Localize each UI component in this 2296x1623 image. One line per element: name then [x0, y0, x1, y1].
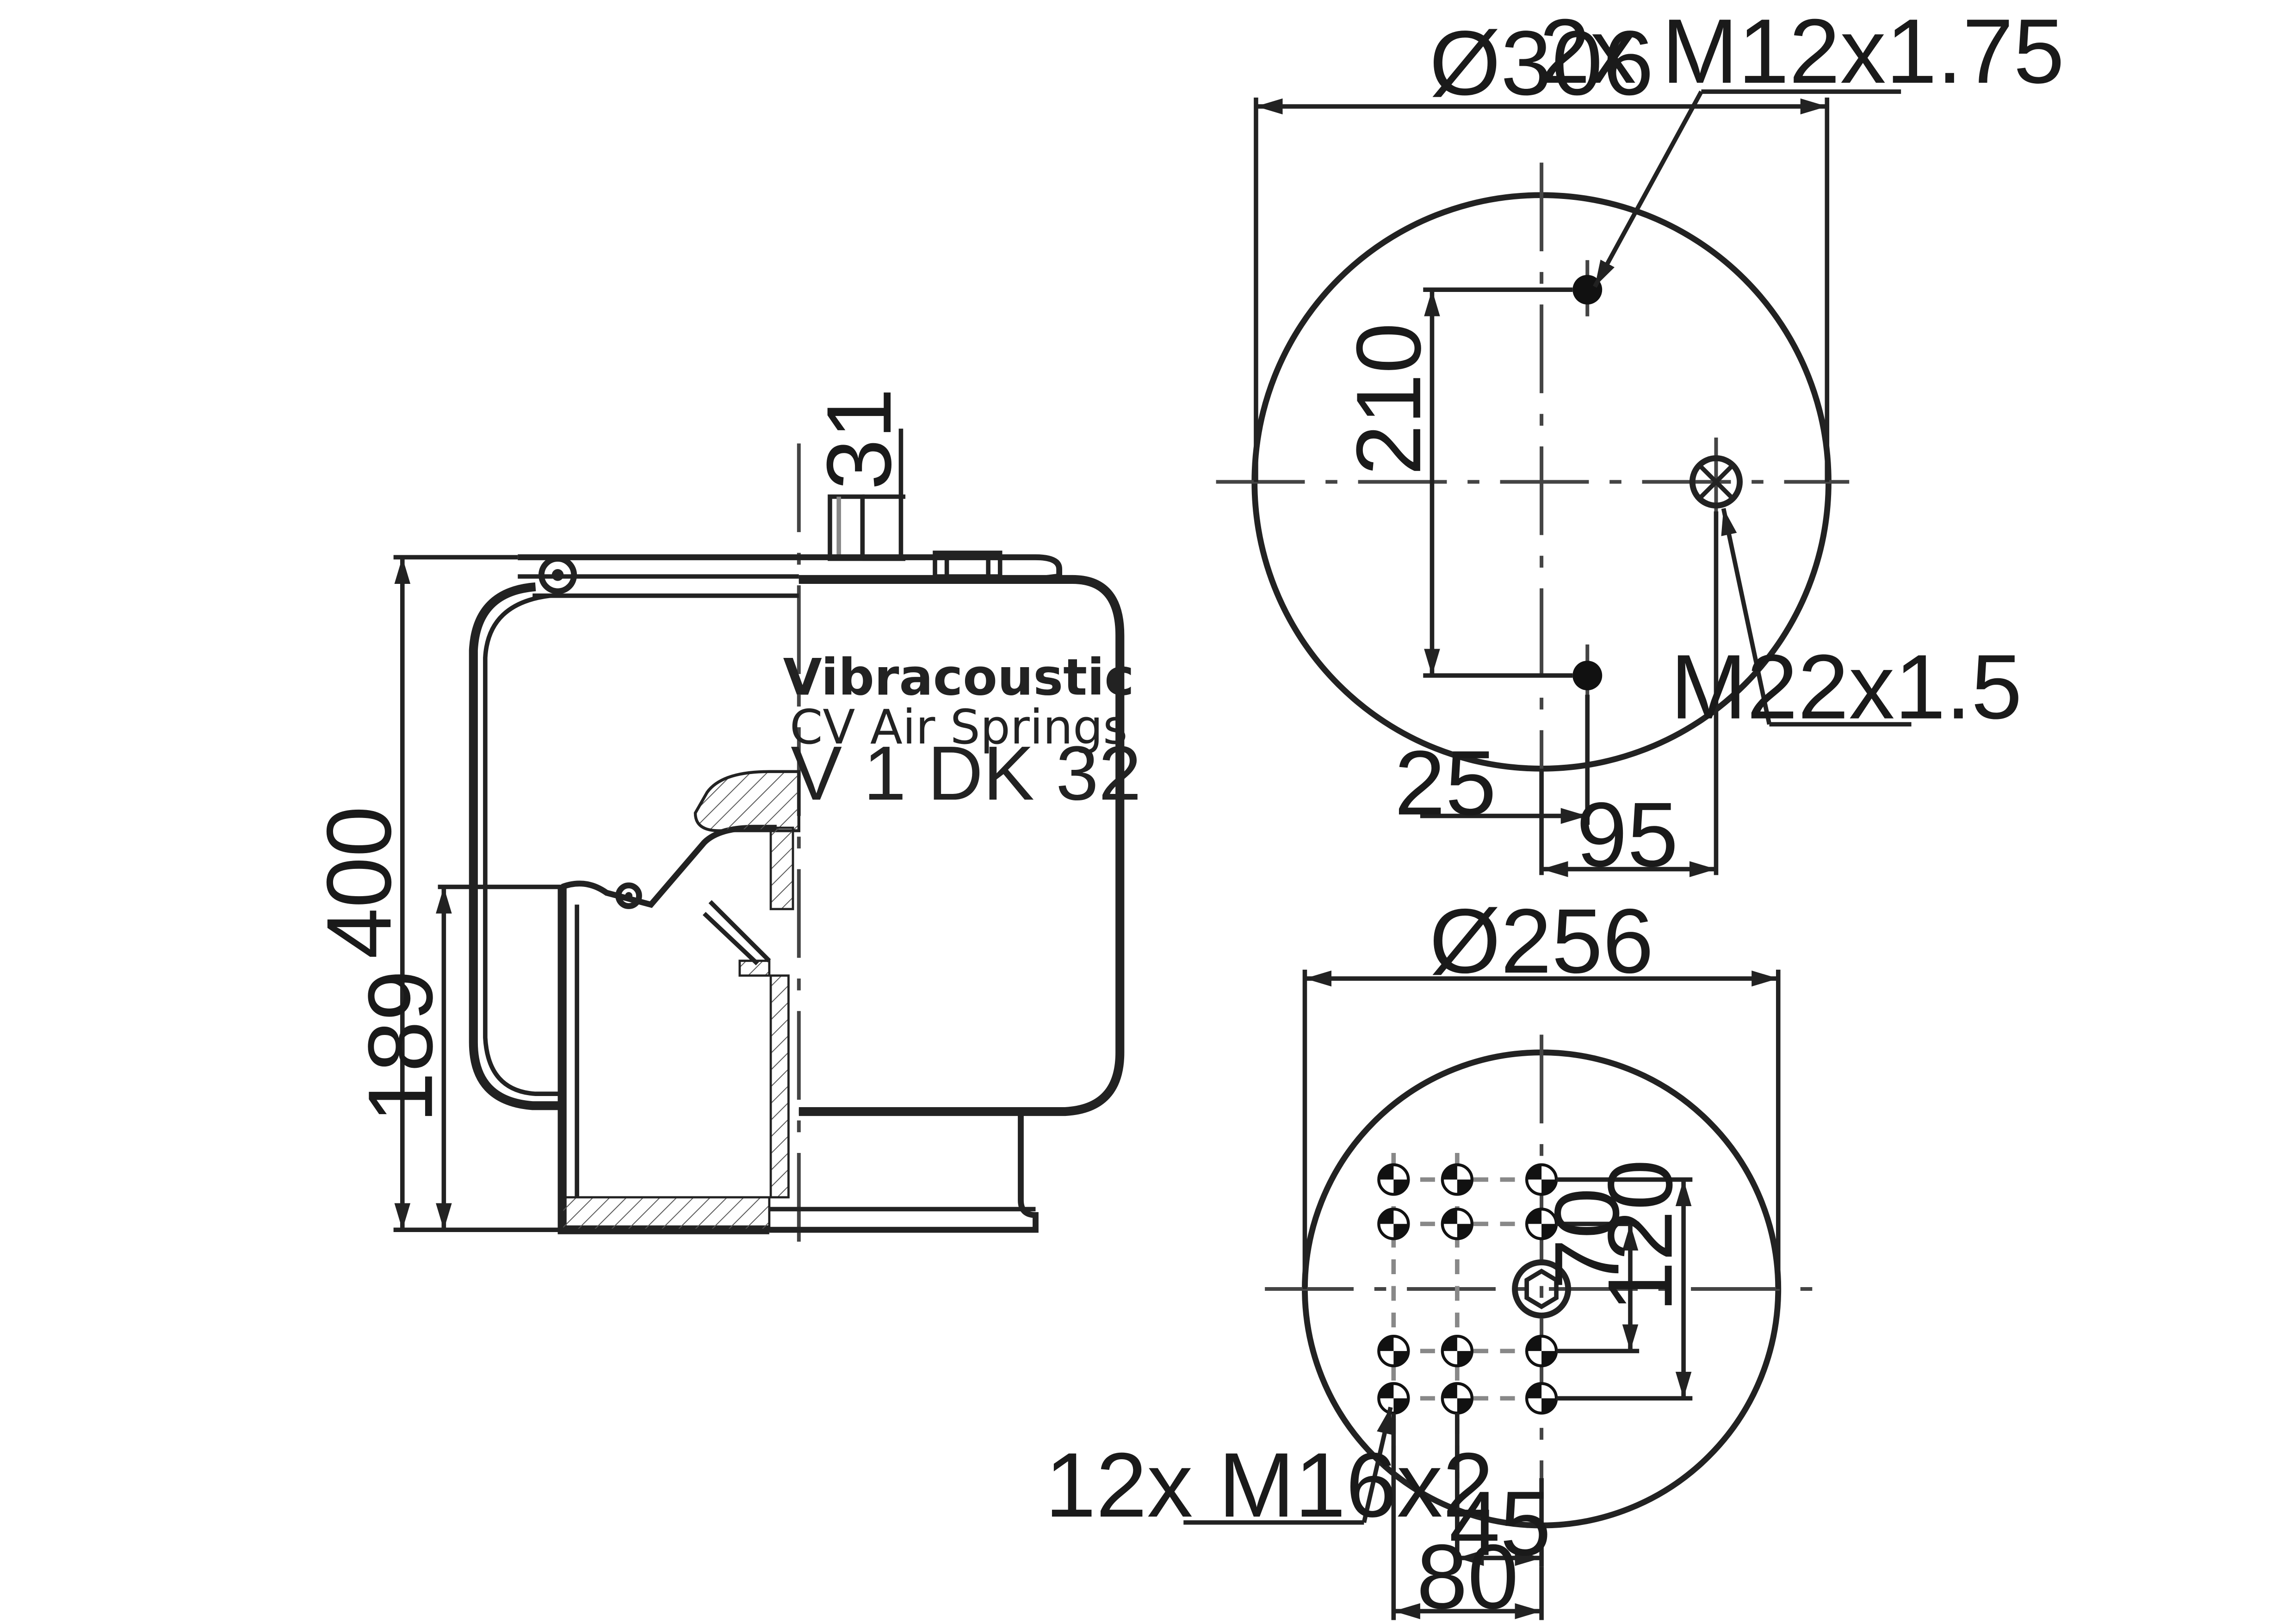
mounting-hole: [1525, 1208, 1558, 1240]
mounting-hole: [1377, 1208, 1410, 1240]
mounting-hole: [1377, 1382, 1410, 1415]
label-studs: 2x M12x1.75: [1539, 0, 2064, 102]
piston-left: [557, 886, 769, 1234]
dim-height-piston: 189: [349, 970, 452, 1123]
dim-top-diameter: Ø306: [1430, 12, 1654, 114]
air-inlet: [1689, 455, 1743, 509]
mounting-hole: [1525, 1382, 1558, 1415]
bellows-right-outline: [798, 575, 1125, 1116]
bellows-left-wall: [469, 582, 563, 1110]
dim-inner-rows: 70: [1535, 1188, 1638, 1289]
label-holes: 12x M16x2: [1045, 1434, 1494, 1536]
dim-outer-rows: 120: [1589, 1159, 1691, 1312]
mounting-hole: [1525, 1334, 1558, 1368]
center-hex-nut: [1512, 1259, 1572, 1319]
mounting-hole: [1377, 1163, 1410, 1196]
dim-stud-offset: 25: [1394, 731, 1497, 834]
mounting-hole: [1377, 1334, 1410, 1368]
model-number: V 1 DK 32: [791, 731, 1141, 817]
brand-subtitle: CV Air Springs: [790, 700, 1127, 755]
dim-height-total: 400: [308, 806, 410, 959]
dim-hole-spacing-small: 45: [1449, 1472, 1551, 1574]
side-view: Vibracoustic CV Air Springs V 1 DK 32 40…: [308, 388, 1141, 1254]
brand-name: Vibracoustic: [783, 648, 1134, 707]
mounting-hole: [1441, 1334, 1474, 1368]
top-view: Ø306 2x M12x1.75 210 25 95 M22x1.5: [1216, 0, 2064, 886]
piston-right: [769, 1109, 1039, 1233]
mounting-hole: [1441, 1163, 1474, 1196]
dim-hole-spacing-large: 80: [1417, 1525, 1519, 1623]
dim-stud-spacing: 210: [1337, 322, 1440, 475]
stud-hole-lower: [1572, 661, 1603, 691]
label-air-inlet: M22x1.5: [1671, 636, 2022, 738]
mounting-hole: [1441, 1382, 1474, 1415]
bottom-view: Ø256 70 120 45 80 12x M16x2: [1045, 890, 1817, 1623]
dim-stud-length: 31: [808, 388, 910, 490]
side-stud: [828, 494, 865, 561]
mounting-hole: [1441, 1208, 1474, 1240]
dim-base-diameter: Ø256: [1430, 890, 1654, 992]
dim-air-inlet-offset: 95: [1576, 783, 1678, 886]
